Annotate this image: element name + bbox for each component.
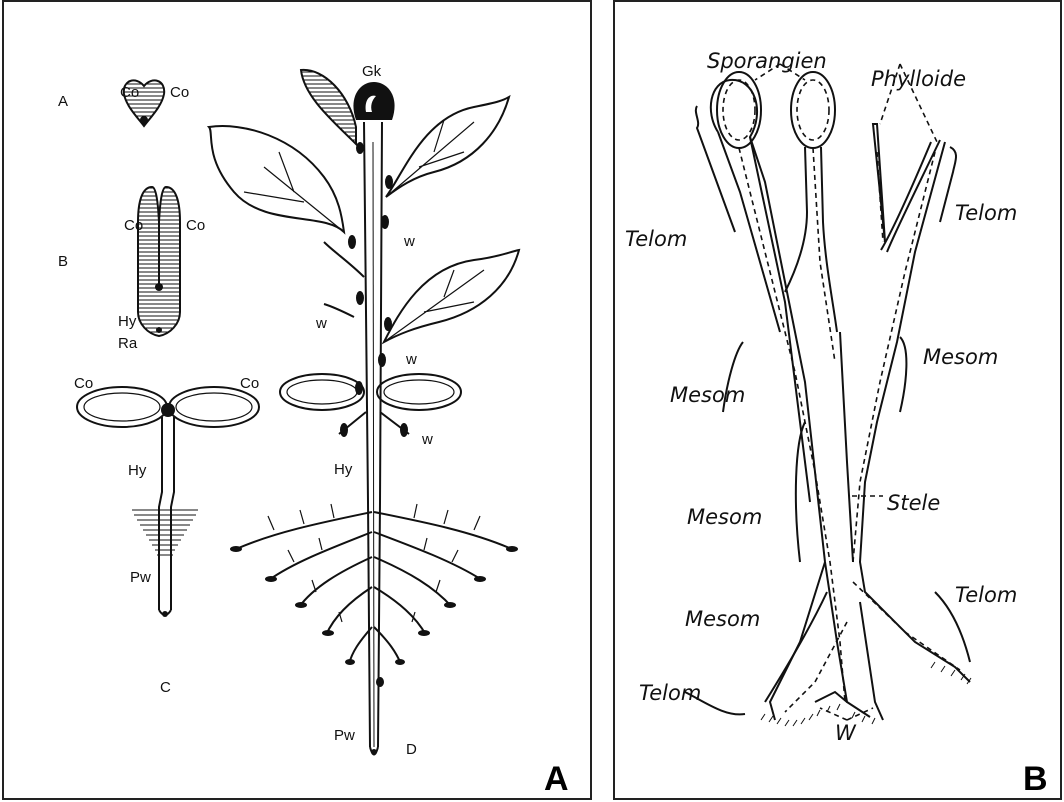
axillary-bud-label: w <box>421 431 433 448</box>
cotyledon-label: Co <box>124 217 143 234</box>
root-hairs <box>761 662 971 726</box>
hypocotyl-label: Hy <box>118 313 137 330</box>
telom-label: Telom <box>955 583 1017 607</box>
axillary-bud-label: w <box>405 351 417 368</box>
sporangien-label: Sporangien <box>707 49 827 73</box>
mesom-label: Mesom <box>685 607 760 631</box>
cotyledon-label: Co <box>170 84 189 101</box>
panel-letter-a: A <box>544 760 569 798</box>
stage-label-b: B <box>58 253 68 270</box>
seedling-stage <box>77 387 259 617</box>
mature-plant-stage <box>209 70 519 755</box>
terminal-bud-label: Gk <box>362 63 382 80</box>
stage-label-c: C <box>160 679 171 696</box>
cotyledon-label: Co <box>240 375 259 392</box>
stage-label-a: A <box>58 93 68 110</box>
hypocotyl-label: Hy <box>334 461 353 478</box>
telom-label: Telom <box>639 681 701 705</box>
cotyledon-label: Co <box>74 375 93 392</box>
primary-root-label: Pw <box>130 569 151 586</box>
panel-a-labels: A Co Co B Co Co Hy Ra Co Co Hy Pw C Gk w… <box>58 63 569 798</box>
stele-strand <box>739 148 960 712</box>
panel-b-drawing: Sporangien Phylloide Telom Telom Mesom M… <box>615 2 1064 802</box>
root-hair-w-label: W <box>835 721 857 745</box>
hypocotyl-label: Hy <box>128 462 147 479</box>
mesom-label: Mesom <box>687 505 762 529</box>
axillary-bud-label: w <box>315 315 327 332</box>
phylloide-label: Phylloide <box>871 67 966 91</box>
panel-a-drawing: A Co Co B Co Co Hy Ra Co Co Hy Pw C Gk w… <box>4 2 594 802</box>
radicle-label: Ra <box>118 335 138 352</box>
telom-label: Telom <box>955 201 1017 225</box>
mesom-label: Mesom <box>923 345 998 369</box>
cotyledon-label: Co <box>120 84 139 101</box>
mesom-label: Mesom <box>670 383 745 407</box>
telom-label: Telom <box>625 227 687 251</box>
panel-b-telome-theory: Sporangien Phylloide Telom Telom Mesom M… <box>613 0 1062 800</box>
stage-label-d: D <box>406 741 417 758</box>
primary-root-label: Pw <box>334 727 355 744</box>
stele-label: Stele <box>887 491 940 515</box>
embryo-torpedo-stage <box>138 187 180 336</box>
panel-b-labels: Sporangien Phylloide Telom Telom Mesom M… <box>625 49 1048 798</box>
callout-lines <box>755 64 937 720</box>
cotyledon-label: Co <box>186 217 205 234</box>
panel-letter-b: B <box>1023 760 1048 798</box>
axillary-bud-label: w <box>403 233 415 250</box>
panel-a-plant-development: A Co Co B Co Co Hy Ra Co Co Hy Pw C Gk w… <box>2 0 592 800</box>
